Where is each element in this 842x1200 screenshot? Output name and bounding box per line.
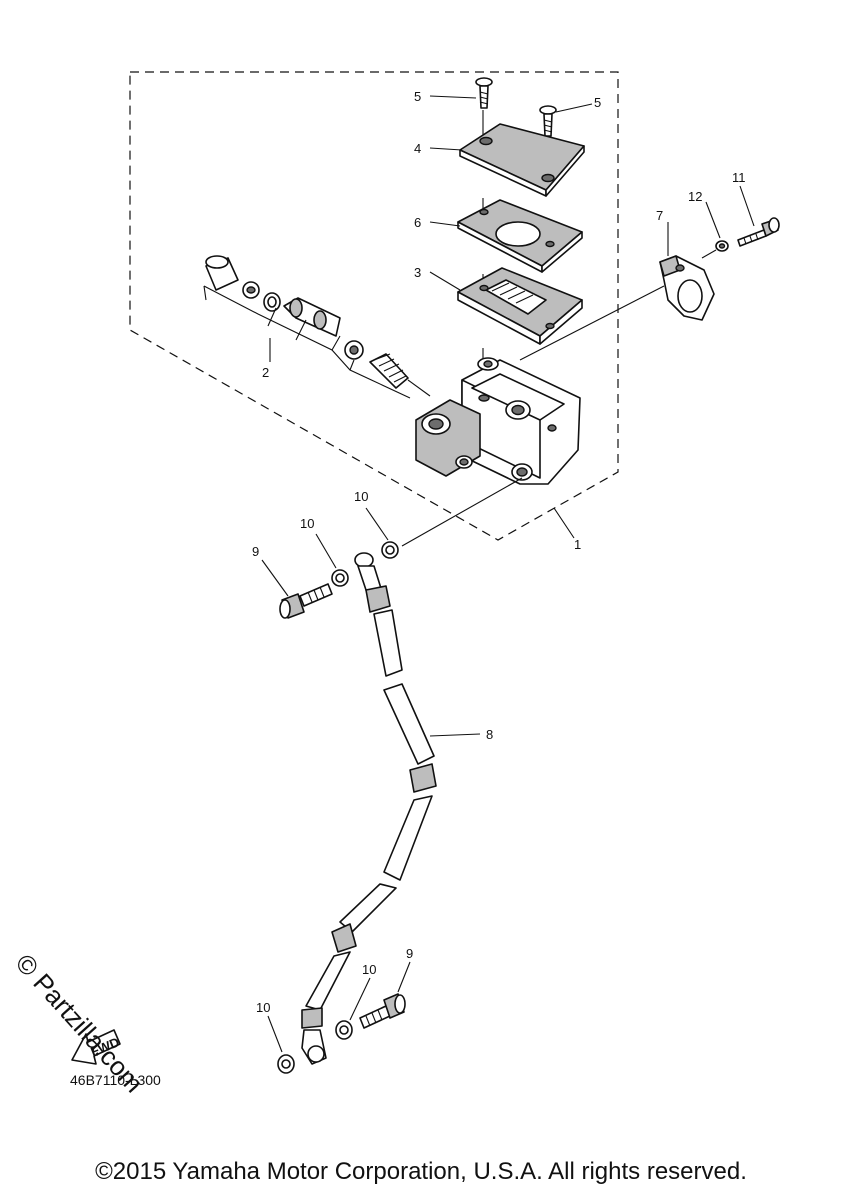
- diaphragm-part-6: [457, 199, 583, 273]
- callout-12: 12: [688, 189, 702, 204]
- callout-5a: 5: [414, 89, 421, 104]
- callout-labels: 5 5 4 6 3 7 12 11 2 1 10 10 9 8 10 9 10: [252, 89, 746, 1015]
- callout-10d: 10: [256, 1000, 270, 1015]
- callout-10a: 10: [354, 489, 368, 504]
- callout-6: 6: [414, 215, 421, 230]
- callout-4: 4: [414, 141, 421, 156]
- callout-9b: 9: [406, 946, 413, 961]
- callout-8: 8: [486, 727, 493, 742]
- reservoir-cover-part-4: [459, 123, 585, 197]
- washer-part-10-bottom-right: [335, 1020, 353, 1040]
- bracket-part-7: [659, 255, 715, 321]
- assembly-outline: [129, 71, 619, 541]
- callout-10b: 10: [300, 516, 314, 531]
- union-bolt-part-9-bottom: [359, 993, 406, 1029]
- screw-part-5a: [475, 77, 493, 109]
- piston-kit-part-2: [205, 255, 409, 389]
- washer-part-10-left: [331, 569, 349, 587]
- figure-id: 46B7110-L300: [70, 1072, 161, 1088]
- washer-part-10-bottom-left: [277, 1054, 295, 1074]
- callout-3: 3: [414, 265, 421, 280]
- diaphragm-holder-part-3: [457, 267, 583, 345]
- callout-10c: 10: [362, 962, 376, 977]
- callout-1: 1: [574, 537, 581, 552]
- callout-7: 7: [656, 208, 663, 223]
- bolt-part-11: [737, 217, 780, 247]
- copyright-notice: ©2015 Yamaha Motor Corporation, U.S.A. A…: [95, 1158, 747, 1185]
- union-bolt-part-9-top: [279, 583, 333, 619]
- washer-part-10-top: [381, 541, 399, 559]
- screw-part-5b: [539, 105, 557, 137]
- callout-2: 2: [262, 365, 269, 380]
- washer-part-12: [715, 240, 729, 252]
- leader-lines: [261, 95, 755, 1053]
- master-cylinder-body: [415, 357, 581, 485]
- callout-9a: 9: [252, 544, 259, 559]
- brake-hose-part-8: [301, 552, 437, 1065]
- callout-11: 11: [732, 170, 746, 185]
- callout-5b: 5: [594, 95, 601, 110]
